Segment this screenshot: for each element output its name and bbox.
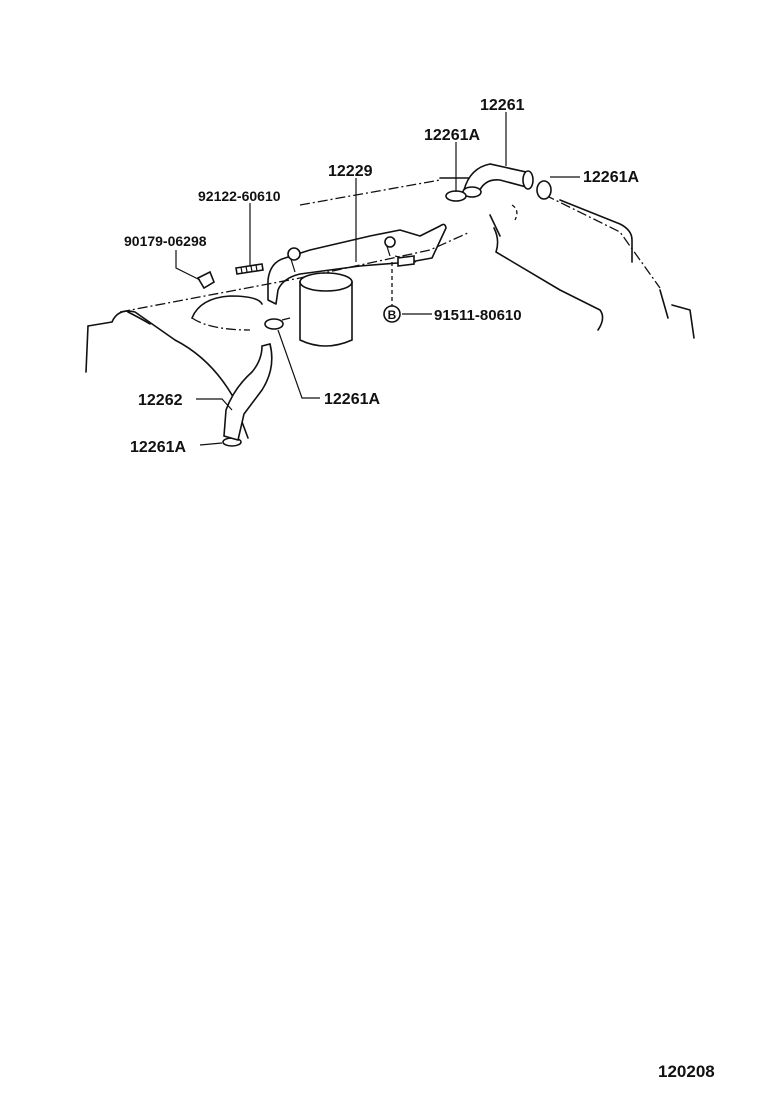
plug-marker-letter: B — [388, 308, 397, 322]
plug-91511-leader-dashed — [391, 255, 415, 306]
nut-90179 — [196, 270, 215, 290]
plug-marker: B — [383, 305, 401, 323]
label-12261a-top: 12261A — [424, 127, 480, 144]
label-12261a-right: 12261A — [583, 169, 639, 186]
clamp-top-drawing — [445, 190, 467, 202]
pipe-12229 — [267, 223, 447, 305]
label-90179-06298: 90179-06298 — [124, 233, 207, 249]
stud-92122 — [235, 263, 264, 275]
figure-number: 120208 — [658, 1062, 715, 1081]
label-12261a-bottom: 12261A — [130, 439, 186, 456]
label-12261a-mid: 12261A — [324, 391, 380, 408]
hose-12262 — [223, 343, 273, 442]
label-12262: 12262 — [138, 392, 183, 409]
hose-12261 — [462, 163, 534, 198]
engine-outline — [85, 177, 695, 439]
clamp-right-drawing — [536, 180, 552, 200]
label-92122-60610: 92122-60610 — [198, 188, 281, 204]
label-91511-80610: 91511-80610 — [434, 307, 522, 324]
label-12261: 12261 — [480, 97, 525, 114]
clamp-mid-drawing — [264, 317, 291, 330]
leader-lines — [175, 112, 580, 446]
label-12229: 12229 — [328, 163, 373, 180]
